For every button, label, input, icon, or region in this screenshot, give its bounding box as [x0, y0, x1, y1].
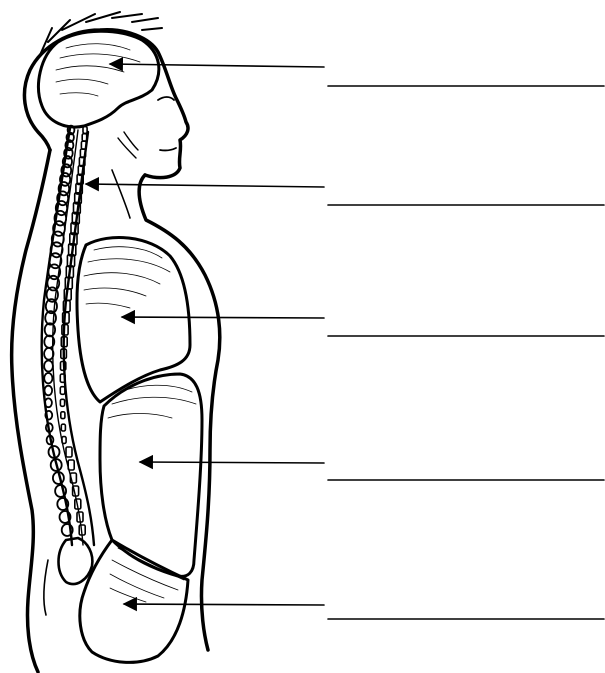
vertebra-process: [61, 412, 65, 419]
vertebra-body: [55, 485, 66, 497]
vertebra-process: [60, 387, 65, 395]
cheek-shading: [118, 132, 138, 158]
vertebra-process: [62, 437, 66, 444]
hair-strokes: [40, 12, 162, 55]
neck-line: [112, 170, 130, 218]
abdominal-cavity: [100, 374, 202, 576]
vertebra-process: [61, 424, 65, 431]
vertebra-body: [44, 361, 53, 372]
brain-hatching: [56, 44, 140, 96]
leader-arrow: [124, 604, 324, 605]
vertebra-process: [66, 447, 72, 457]
callouts: [86, 64, 604, 619]
leader-arrow: [122, 317, 324, 318]
callout-3: [122, 317, 604, 336]
vertebra-process: [60, 399, 64, 406]
front-torso-contour: [139, 175, 220, 650]
thoracic-hatching: [84, 247, 170, 308]
eye-line: [158, 97, 174, 100]
mouth-line: [160, 148, 176, 150]
brain-outline: [39, 31, 159, 127]
callout-1: [110, 64, 604, 86]
vertebra-process: [81, 141, 86, 149]
leader-arrow: [140, 462, 324, 463]
vertebra-process: [83, 127, 87, 134]
vertebra-process: [60, 374, 65, 382]
vertebra-body: [44, 373, 52, 383]
vertebra-process: [82, 134, 87, 141]
callout-2: [86, 184, 604, 205]
thoracic-outline: [77, 237, 190, 402]
abdominal-outline: [100, 374, 202, 576]
leader-arrow: [110, 64, 324, 67]
thoracic-cavity: [77, 237, 190, 402]
spinal-column: [42, 126, 94, 615]
callout-5: [124, 604, 604, 619]
coccyx-line: [44, 560, 48, 615]
brain-cavity: [39, 31, 159, 127]
vertebra-body: [45, 386, 53, 396]
sacrum: [59, 538, 93, 584]
pelvic-hatching: [110, 548, 184, 602]
leader-arrow: [86, 184, 324, 187]
